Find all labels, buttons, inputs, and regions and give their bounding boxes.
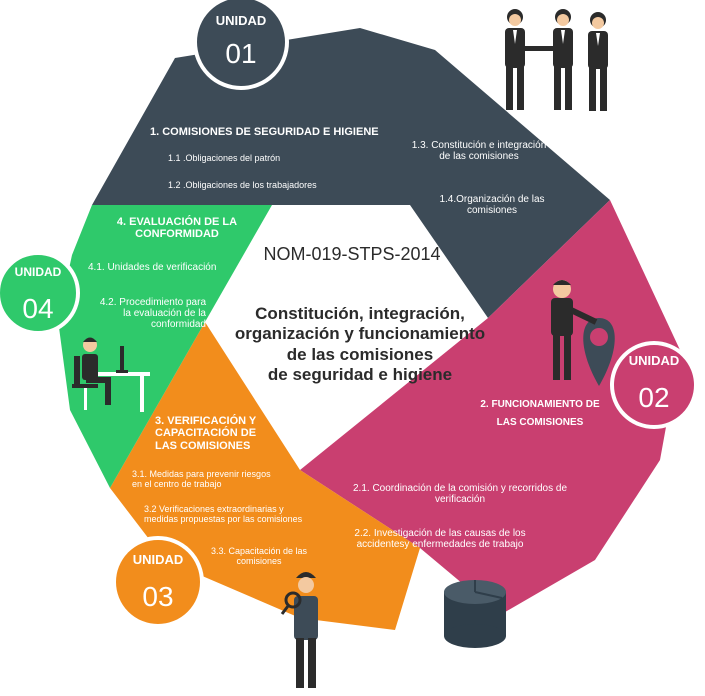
unit-03-label: UNIDAD bbox=[132, 552, 184, 567]
unit-04-number: 04 bbox=[22, 293, 54, 324]
section-2-title: 2. FUNCIONAMIENTO DE LAS COMISIONES bbox=[480, 399, 600, 428]
section-3-title: 3. VERIFICACIÓN Y CAPACITACIÓN DE LAS CO… bbox=[155, 415, 257, 452]
unit-02-label: UNIDAD bbox=[628, 353, 680, 368]
section-2-item: 2.1. Coordinación de la comisión y recor… bbox=[353, 483, 567, 506]
unit-badge-03 bbox=[112, 536, 204, 628]
magnifier-person-icon bbox=[280, 572, 318, 688]
center-title: Constitución, integración, organización … bbox=[234, 304, 486, 385]
unit-01-number: 01 bbox=[225, 38, 257, 69]
unit-badge-02 bbox=[610, 341, 698, 429]
section-3-item: 3.2 Verificaciones extraordinarias y med… bbox=[144, 504, 303, 525]
section-1-title: 1. COMISIONES DE SEGURIDAD E HIGIENE bbox=[150, 126, 379, 138]
database-icon bbox=[444, 580, 506, 648]
section-1-side-item: 1.4.Organización de las comisiones bbox=[439, 194, 545, 217]
section-1-item: 1.2 .Obligaciones de los trabajadores bbox=[168, 180, 317, 190]
handshake-people-icon bbox=[505, 9, 608, 111]
unit-02-number: 02 bbox=[638, 382, 670, 413]
segment-unit2 bbox=[300, 200, 680, 615]
unit-04-label: UNIDAD bbox=[14, 265, 62, 279]
section-1-side-item: 1.3. Constitución e integración de las c… bbox=[411, 140, 547, 163]
section-2-item: 2.2. Investigación de las causas de los … bbox=[354, 528, 526, 551]
segment-unit1 bbox=[92, 28, 610, 318]
section-3-item: 3.3. Capacitación de las comisiones bbox=[210, 546, 308, 567]
section-3-item: 3.1. Medidas para prevenir riesgos en el… bbox=[132, 469, 271, 490]
desk-worker-icon bbox=[72, 337, 150, 412]
norm-code: NOM-019-STPS-2014 bbox=[263, 244, 441, 264]
segment-unit4 bbox=[58, 205, 272, 488]
section-4-item: 4.2. Procedimiento para la evaluación de… bbox=[99, 297, 206, 331]
section-4-title: 4. EVALUACIÓN DE LA CONFORMIDAD bbox=[116, 216, 238, 241]
unit-03-number: 03 bbox=[142, 581, 174, 612]
map-pin-person-icon bbox=[551, 280, 615, 386]
section-1-item: 1.1 .Obligaciones del patrón bbox=[168, 153, 281, 163]
unit-badge-01 bbox=[193, 0, 289, 90]
unit-01-label: UNIDAD bbox=[215, 13, 267, 28]
section-4-item: 4.1. Unidades de verificación bbox=[88, 262, 217, 273]
unit-badge-04 bbox=[0, 251, 80, 335]
